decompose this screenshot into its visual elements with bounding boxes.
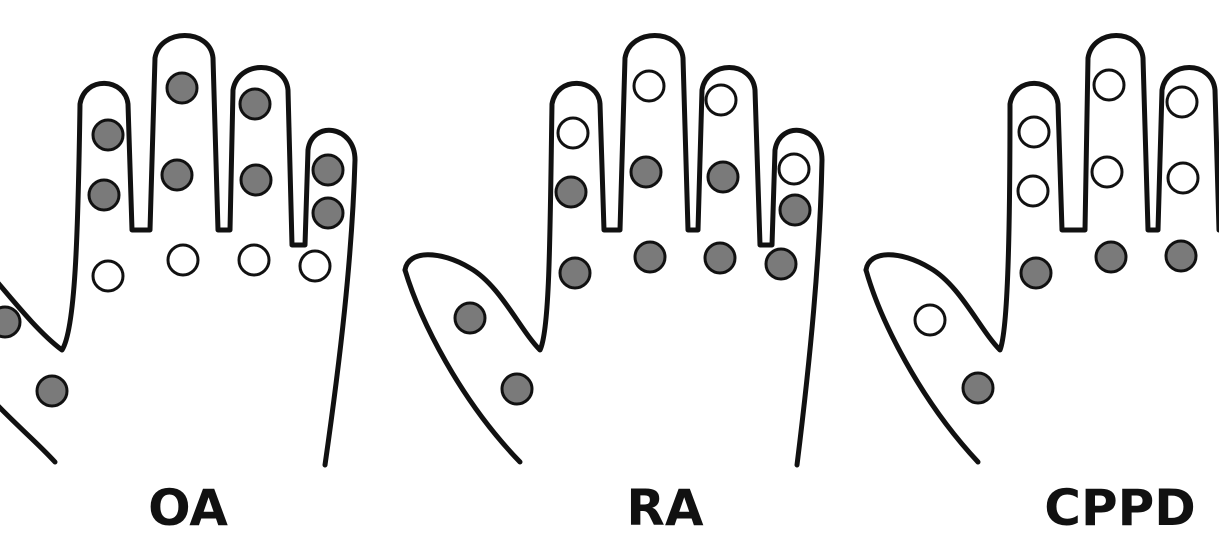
joint-oa-index-mcp-spared [91,259,125,293]
joint-oa-middle-dip-affected [165,71,199,105]
panel-label-cppd: CPPD [1044,479,1196,537]
joint-cppd-thumb-ip-spared [913,303,947,337]
joint-ra-index-dip-spared [556,116,590,150]
hand-outline-ra [402,33,825,468]
joint-oa-index-dip-affected [91,118,125,152]
joint-oa-ring-mcp-spared [237,243,271,277]
joint-oa-little-mcp-spared [298,249,332,283]
joint-oa-thumb-mcp-affected [35,374,69,408]
joint-ra-little-dip-spared [777,152,811,186]
panel-label-ra: RA [626,479,704,537]
wrist-line-oa [0,404,58,465]
joint-ra-thumb-mcp-affected [500,372,534,406]
joint-ra-thumb-ip-affected [453,301,487,335]
joint-cppd-ring-pip-spared [1166,161,1200,195]
joint-cppd-middle-dip-spared [1092,68,1126,102]
joint-oa-little-dip-affected [311,153,345,187]
joint-ra-middle-pip-affected [629,155,663,189]
joint-ra-index-mcp-affected [558,256,592,290]
joint-cppd-middle-pip-spared [1090,155,1124,189]
joint-ra-little-pip-affected [778,193,812,227]
joint-oa-ring-dip-affected [238,87,272,121]
joints-layer [0,68,1200,408]
joint-oa-ring-pip-affected [239,163,273,197]
wrist-line-cppd [863,267,981,465]
hand-panel-ra [402,33,825,468]
joint-ra-ring-dip-spared [704,83,738,117]
joint-oa-middle-mcp-spared [166,243,200,277]
wrist-line-ra [402,267,523,465]
joint-cppd-index-pip-spared [1016,174,1050,208]
joint-oa-index-pip-affected [87,178,121,212]
joint-ra-middle-mcp-affected [633,240,667,274]
joint-cppd-middle-mcp-affected [1094,240,1128,274]
joint-oa-middle-pip-affected [160,158,194,192]
joint-ra-ring-mcp-affected [703,241,737,275]
panel-label-oa: OA [148,479,228,537]
joint-cppd-index-dip-spared [1017,115,1051,149]
joint-ra-index-pip-affected [554,175,588,209]
joint-ra-middle-dip-spared [632,69,666,103]
joint-oa-thumb-ip-affected [0,305,22,339]
joint-ra-ring-pip-affected [706,160,740,194]
joint-cppd-ring-dip-spared [1165,85,1199,119]
joint-cppd-index-mcp-affected [1019,256,1053,290]
joint-cppd-thumb-mcp-affected [961,371,995,405]
joint-oa-little-pip-affected [311,196,345,230]
joint-cppd-ring-mcp-affected [1164,239,1198,273]
joint-ra-little-mcp-affected [764,247,798,281]
